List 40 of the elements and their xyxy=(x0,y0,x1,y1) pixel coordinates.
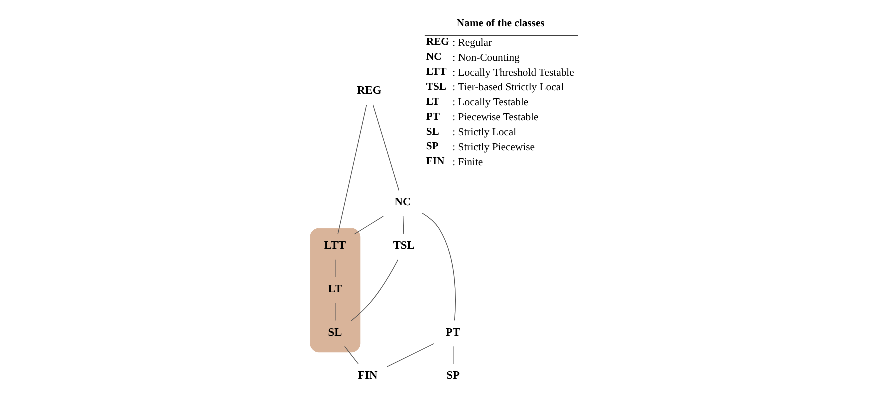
connector xyxy=(338,104,368,235)
label: PT xyxy=(426,112,440,123)
connector xyxy=(387,344,434,368)
connector xyxy=(351,260,399,322)
label: : Tier-based Strictly Local xyxy=(452,82,564,94)
label: SL xyxy=(426,126,440,138)
node-text: LTT xyxy=(324,240,346,252)
label: FIN xyxy=(426,156,445,168)
node-text: TSL xyxy=(393,240,415,252)
label: : Strictly Piecewise xyxy=(452,142,535,154)
label: TSL xyxy=(426,82,447,93)
node-text: PT xyxy=(446,326,460,339)
label: SP xyxy=(426,142,439,153)
cluster xyxy=(310,228,361,353)
label: Name of the classes xyxy=(456,18,545,30)
label: : Non-Counting xyxy=(452,52,520,64)
label: : Regular xyxy=(452,38,492,49)
node-text: SP xyxy=(446,370,460,382)
label: : Piecewise Testable xyxy=(452,112,539,124)
node-text: NC xyxy=(394,196,412,209)
label: LT xyxy=(426,96,440,108)
connector xyxy=(354,216,384,235)
connector xyxy=(335,260,336,278)
node-text: FIN xyxy=(358,370,378,382)
label: LTT xyxy=(426,67,447,78)
label: REG xyxy=(426,37,450,48)
connector xyxy=(453,346,454,365)
connector xyxy=(402,216,404,234)
label: : Strictly Local xyxy=(452,127,517,138)
node-text: LT xyxy=(328,283,342,296)
connector xyxy=(422,212,456,322)
label: : Locally Testable xyxy=(452,98,529,109)
label: NC xyxy=(426,52,442,64)
connector xyxy=(335,302,336,322)
connector xyxy=(344,346,359,365)
node-text: SL xyxy=(328,326,342,339)
label: : Finite xyxy=(452,157,484,168)
label: : Locally Threshold Testable xyxy=(452,68,574,79)
connector xyxy=(372,104,400,192)
node-text: REG xyxy=(357,85,382,98)
